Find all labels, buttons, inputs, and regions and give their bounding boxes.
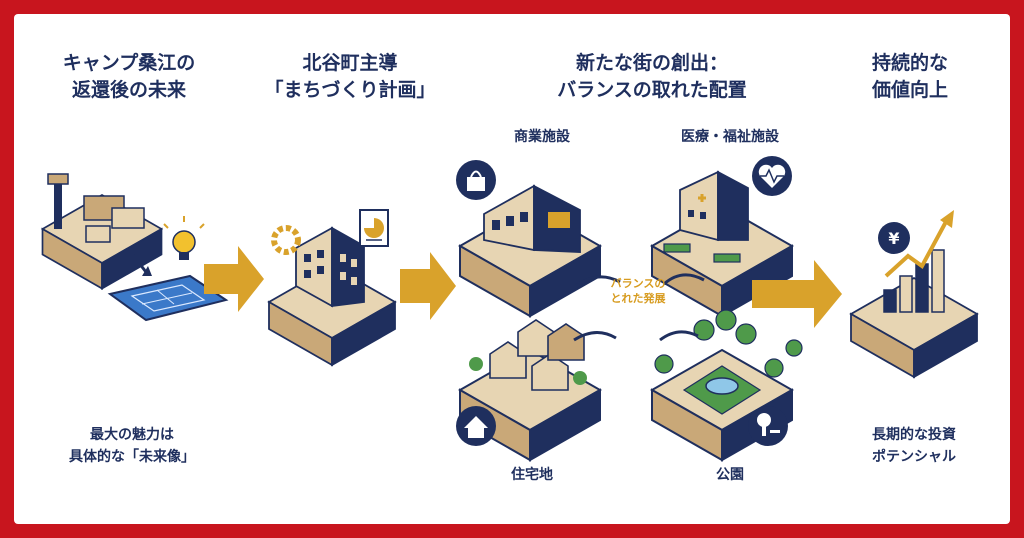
step4-caption: 長期的な投資 ポテンシャル: [834, 424, 994, 468]
step4-title-line2: 価値向上: [871, 79, 948, 101]
arrow-2: [400, 252, 456, 320]
district-label-park: 公園: [716, 467, 744, 483]
district-label-medical: 医療・福祉施設: [681, 129, 779, 145]
step1-caption-line2: 具体的な「未来像」: [69, 449, 195, 465]
tree-bench-icon: [748, 406, 788, 446]
house-icon: [456, 406, 496, 446]
step3-illustration: [456, 156, 803, 461]
step1-illustration: [41, 173, 229, 322]
step4-caption-line1: 長期的な投資: [872, 427, 956, 443]
step4-title: 持続的な 価値向上: [830, 50, 990, 104]
yen-coin-icon: ¥: [878, 222, 910, 254]
step1-title-line2: 返還後の未来: [71, 79, 186, 101]
step1-caption-line1: 最大の魅力は: [90, 427, 174, 443]
lightbulb-icon: [163, 216, 205, 260]
step4-illustration: ¥: [850, 210, 978, 378]
step2-title-line2: 「まちづくり計画」: [264, 79, 436, 101]
step2-title-line1: 北谷町主導: [302, 52, 398, 74]
district-label-residential: 住宅地: [511, 467, 553, 483]
district-label-commercial: 商業施設: [514, 129, 570, 145]
step3-title-line1: 新たな街の創出：: [575, 52, 728, 74]
svg-text:¥: ¥: [888, 229, 899, 248]
document-chart-icon: [359, 209, 389, 247]
blueprint-map: [107, 274, 229, 322]
balanced-development-line2: とれた発展: [610, 292, 666, 305]
step3-title-line2: バランスの取れた配置: [557, 79, 747, 101]
shopping-bag-icon: [456, 160, 496, 200]
balanced-development-line1: バランスの: [610, 277, 666, 290]
heart-pulse-icon: [752, 156, 792, 196]
step1-caption: 最大の魅力は 具体的な「未来像」: [32, 424, 232, 468]
step2-title: 北谷町主導 「まちづくり計画」: [250, 50, 450, 104]
illustration-layer: ¥: [41, 156, 978, 461]
infographic-frame: ¥ キャンプ桑江の 返還後の未来 北谷町主導 「まちづくり計画」 新たな街の創出…: [14, 14, 1010, 524]
balanced-development-tag: バランスの とれた発展: [588, 276, 688, 306]
step4-caption-line2: ポテンシャル: [872, 449, 956, 465]
step1-title-line1: キャンプ桑江の: [62, 52, 196, 74]
step2-illustration: [268, 209, 396, 366]
step4-title-line1: 持続的な: [871, 52, 948, 74]
gear-icon: [271, 225, 301, 255]
arrow-1: [204, 246, 264, 312]
step3-title: 新たな街の創出： バランスの取れた配置: [502, 50, 802, 104]
arrow-3: [752, 260, 842, 328]
step1-title: キャンプ桑江の 返還後の未来: [24, 50, 234, 104]
